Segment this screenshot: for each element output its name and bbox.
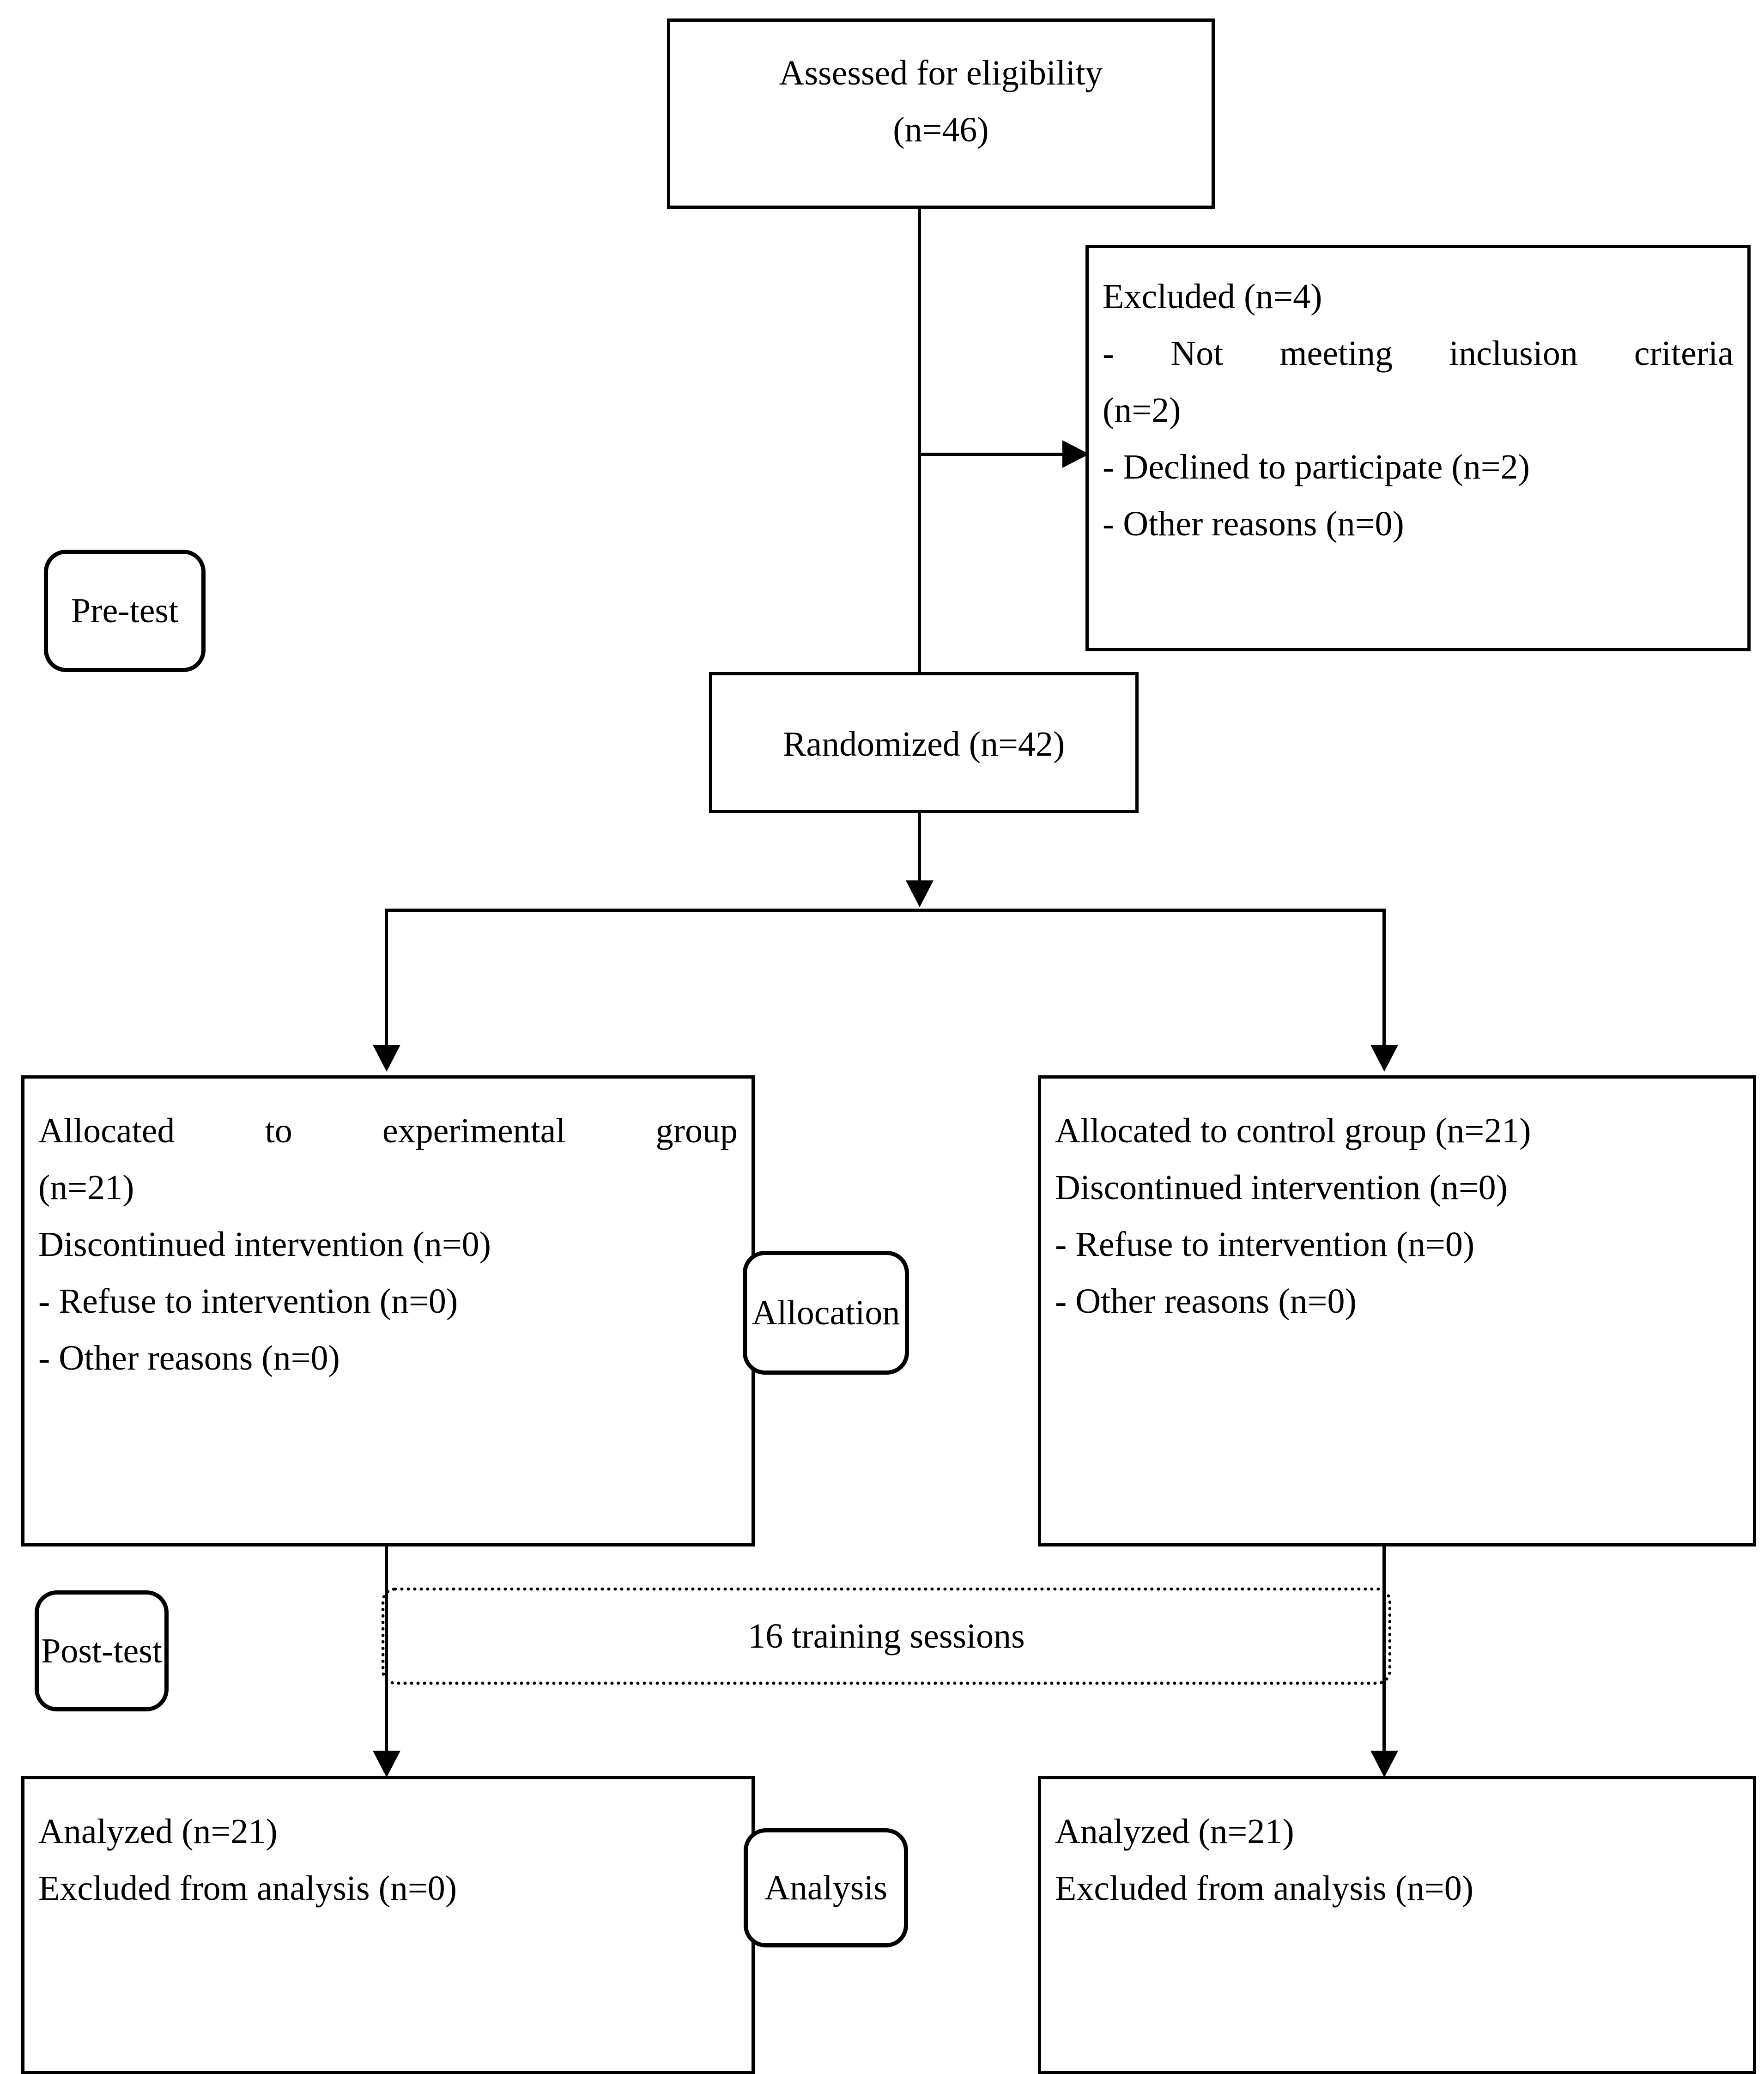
control-line-3: - Refuse to intervention (n=0) <box>1055 1225 1475 1264</box>
control-line-1: Allocated to control group (n=21) <box>1055 1111 1531 1150</box>
connector-experimental-to-analyzed <box>385 1546 388 1754</box>
node-assessed-for-eligibility: Assessed for eligibility (n=46) <box>667 18 1215 209</box>
analyzed-right-line-1: Analyzed (n=21) <box>1055 1812 1294 1851</box>
excluded-line-1: Excluded (n=4) <box>1103 277 1322 316</box>
excluded-line-4: - Declined to participate (n=2) <box>1103 448 1530 487</box>
connector-branch-right <box>1382 909 1386 1052</box>
node-excluded: Excluded (n=4) - Not meeting inclusion c… <box>1085 245 1751 651</box>
connector-assessed-to-randomized <box>918 209 921 672</box>
arrowhead-randomized-stem <box>906 880 934 907</box>
analyzed-right-line-2: Excluded from analysis (n=0) <box>1055 1869 1474 1908</box>
stage-label-post-test: Post-test <box>35 1590 169 1711</box>
experimental-line-2: (n=21) <box>38 1168 134 1207</box>
stage-label-allocation-text: Allocation <box>752 1293 900 1332</box>
node-analyzed-control: Analyzed (n=21) Excluded from analysis (… <box>1038 1776 1756 2074</box>
experimental-line-1: Allocated to experimental group <box>38 1111 738 1150</box>
intervention-band-16-training-sessions: 16 training sessions <box>382 1588 1391 1685</box>
assessed-line-2: (n=46) <box>893 110 989 150</box>
connector-branch-left <box>385 909 388 1052</box>
excluded-line-3: (n=2) <box>1103 391 1181 430</box>
connector-control-to-analyzed <box>1382 1546 1386 1754</box>
intervention-band-label: 16 training sessions <box>748 1616 1025 1656</box>
experimental-line-3: Discontinued intervention (n=0) <box>38 1225 491 1264</box>
excluded-line-5: - Other reasons (n=0) <box>1103 504 1404 544</box>
experimental-line-4: - Refuse to intervention (n=0) <box>38 1282 458 1321</box>
node-allocated-control: Allocated to control group (n=21) Discon… <box>1038 1075 1756 1546</box>
connector-branch-bar <box>385 909 1386 912</box>
arrowhead-to-analyzed-left <box>373 1751 400 1777</box>
excluded-line-2: - Not meeting inclusion criteria <box>1103 334 1734 373</box>
stage-label-pre-test: Pre-test <box>44 550 206 672</box>
analyzed-left-line-2: Excluded from analysis (n=0) <box>38 1869 457 1908</box>
control-line-4: - Other reasons (n=0) <box>1055 1282 1357 1321</box>
node-randomized: Randomized (n=42) <box>709 672 1139 813</box>
control-line-2: Discontinued intervention (n=0) <box>1055 1168 1508 1207</box>
stage-label-analysis: Analysis <box>744 1828 908 1947</box>
node-analyzed-experimental: Analyzed (n=21) Excluded from analysis (… <box>21 1776 755 2074</box>
stage-label-post-test-text: Post-test <box>41 1631 162 1670</box>
assessed-line-1: Assessed for eligibility <box>779 54 1103 92</box>
connector-assessed-to-excluded <box>918 453 1090 456</box>
node-allocated-experimental: Allocated to experimental group (n=21) D… <box>21 1075 755 1546</box>
arrowhead-to-control <box>1370 1045 1398 1072</box>
analyzed-left-line-1: Analyzed (n=21) <box>38 1812 278 1851</box>
stage-label-pre-test-text: Pre-test <box>71 591 179 630</box>
stage-label-analysis-text: Analysis <box>764 1868 887 1907</box>
stage-label-allocation: Allocation <box>743 1251 909 1375</box>
connector-randomized-stem <box>918 813 921 882</box>
randomized-line-1: Randomized (n=42) <box>782 725 1065 764</box>
arrowhead-to-analyzed-right <box>1370 1751 1398 1777</box>
experimental-line-5: - Other reasons (n=0) <box>38 1339 340 1378</box>
arrowhead-to-excluded <box>1062 440 1089 468</box>
arrowhead-to-experimental <box>373 1045 400 1072</box>
